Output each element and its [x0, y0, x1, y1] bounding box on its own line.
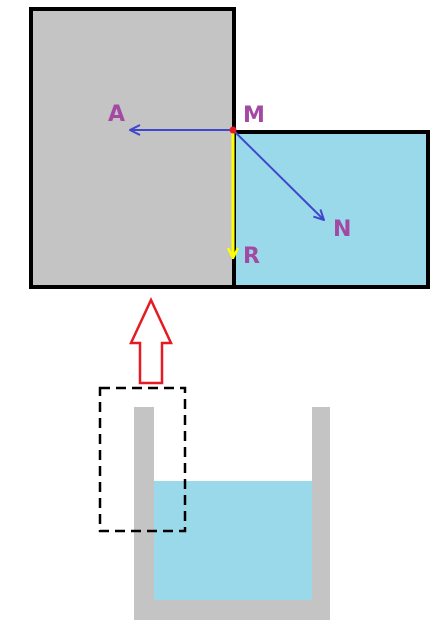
label-N: N — [333, 217, 351, 242]
vector-MN — [232, 129, 324, 220]
container-liquid — [154, 481, 312, 600]
point-M — [229, 126, 237, 134]
magnified-wall — [29, 7, 236, 289]
magnify-arrow-icon — [129, 297, 173, 385]
label-M: M — [243, 103, 265, 128]
label-R: R — [243, 244, 260, 269]
container-wall — [134, 407, 330, 620]
magnified-liquid — [232, 130, 430, 289]
label-A: A — [108, 102, 125, 127]
selection-box — [98, 386, 187, 533]
